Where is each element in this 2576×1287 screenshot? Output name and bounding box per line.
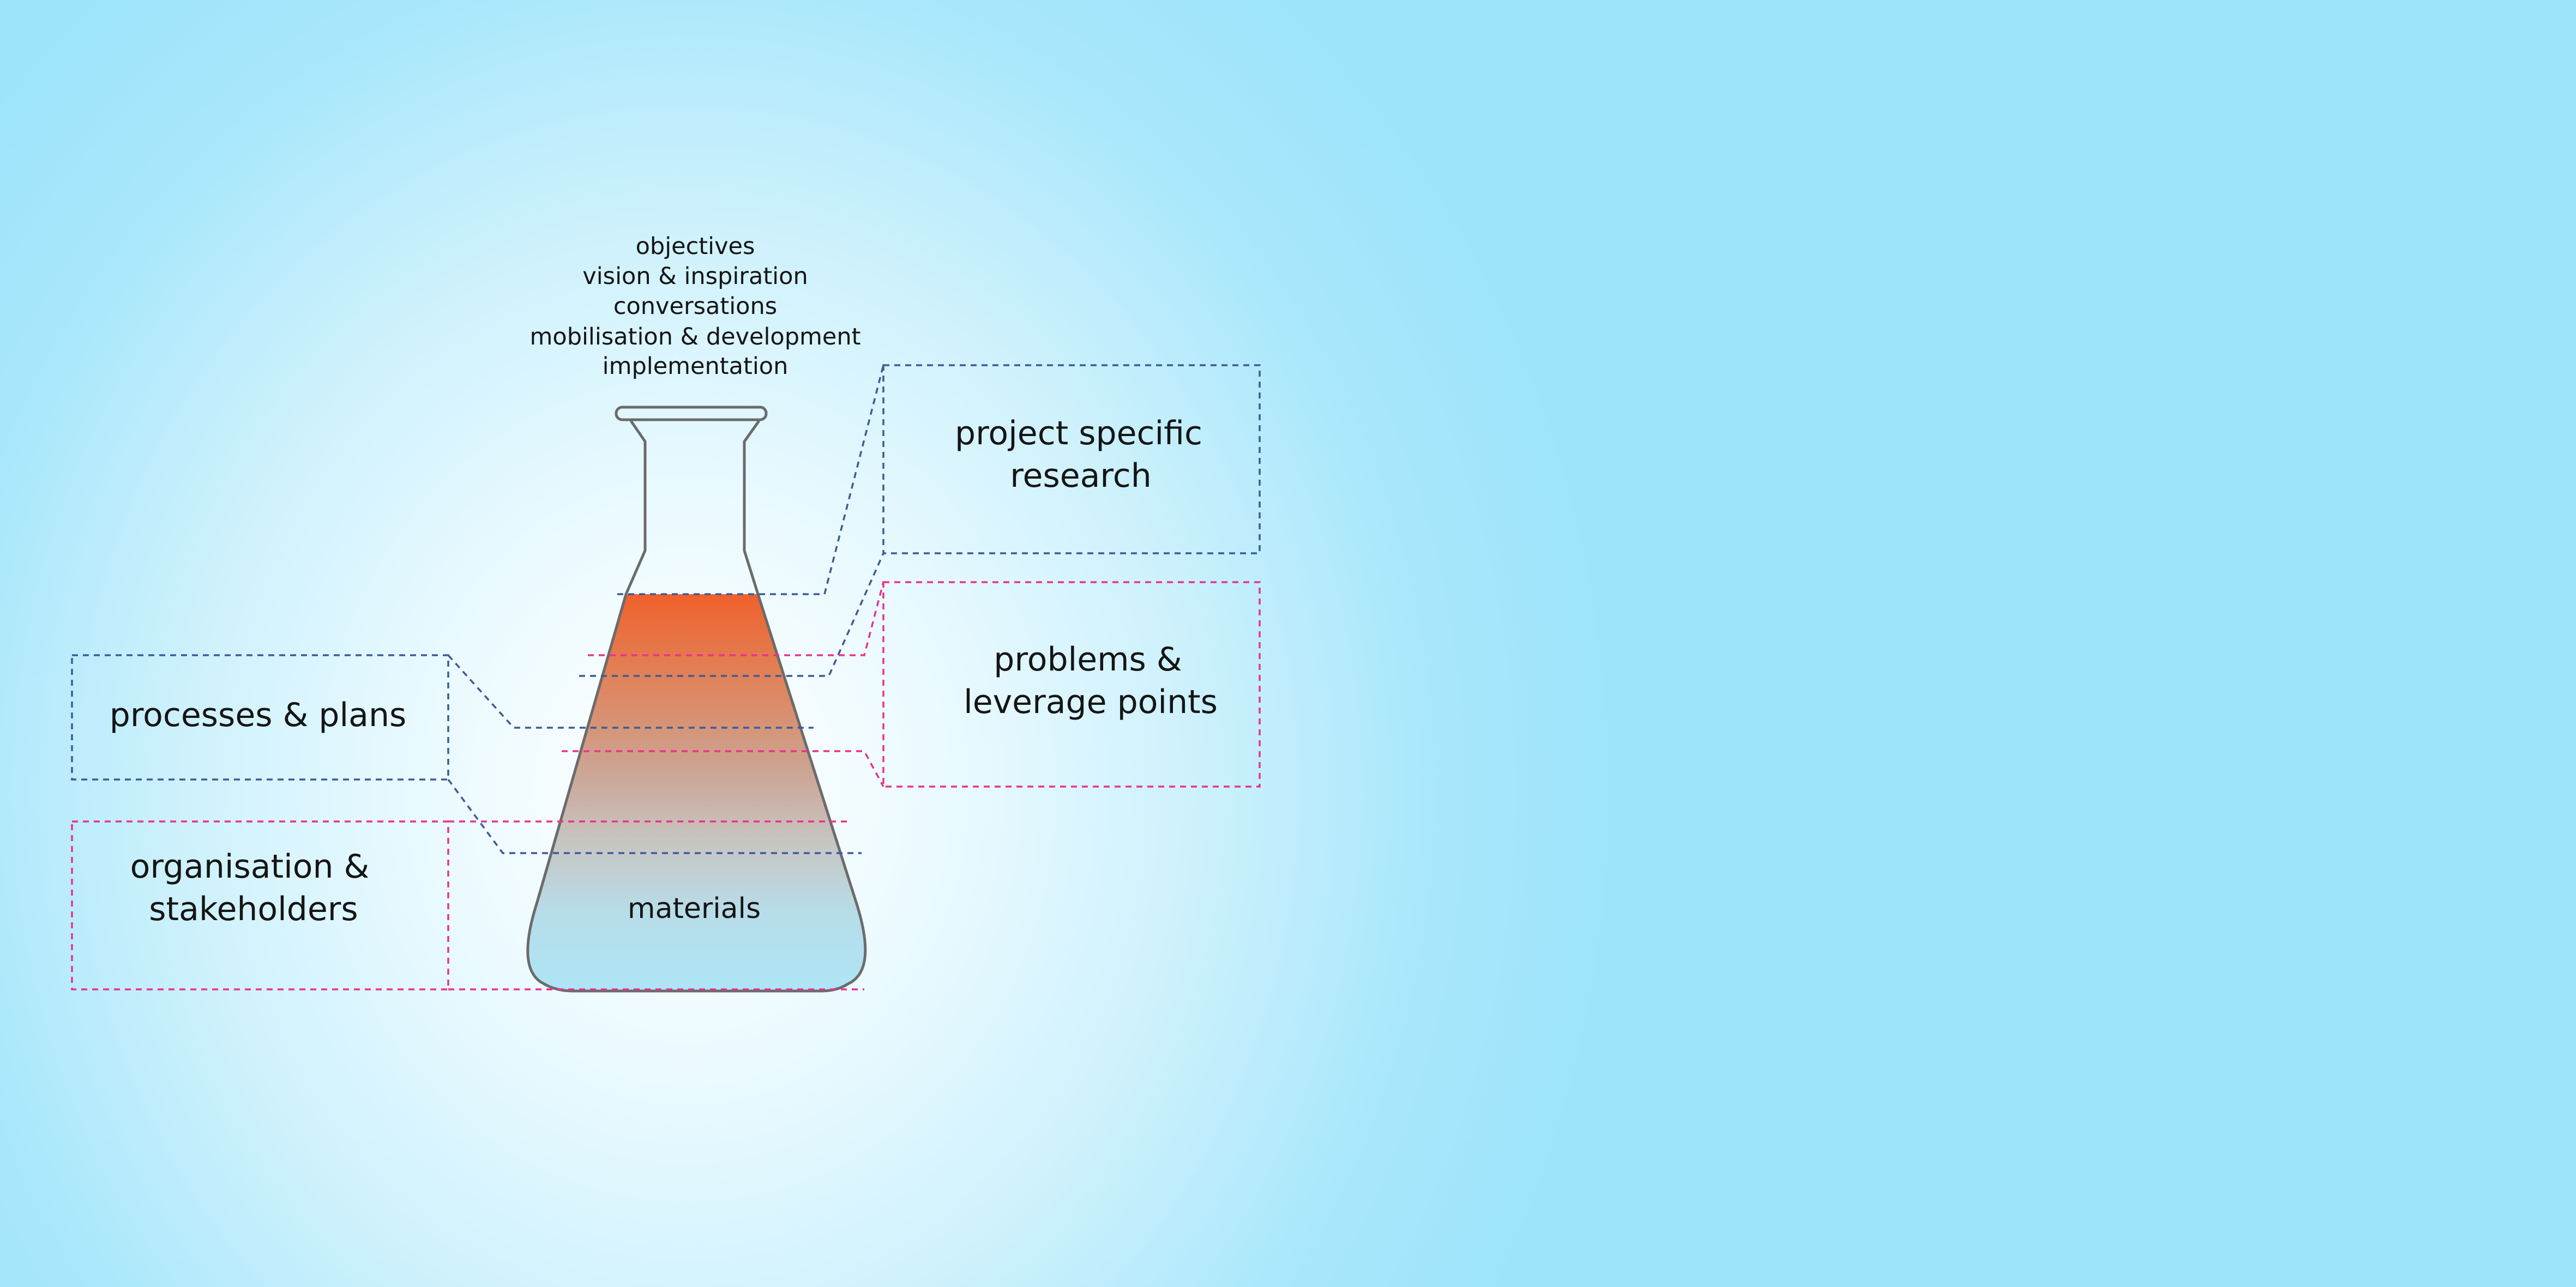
top-labels-group: objectives vision & inspiration conversa…: [530, 233, 861, 380]
problems-leverage-box: [882, 581, 1261, 788]
processes-plans-box: [71, 654, 449, 781]
processes-plans-label: processes & plans: [110, 696, 406, 734]
top-label-objectives: objectives: [636, 233, 755, 260]
top-label-mobilisation: mobilisation & development: [530, 323, 861, 351]
project-research-box: [882, 364, 1261, 554]
flask-liquid: [527, 594, 865, 991]
problems-leader-lower: [562, 750, 884, 787]
problems-label-line2: leverage points: [964, 683, 1218, 721]
top-label-implementation: implementation: [603, 353, 789, 380]
project-research-label-line2: research: [1010, 457, 1152, 495]
organisation-label-line2: stakeholders: [149, 890, 358, 928]
processes-leader-lower: [447, 778, 862, 854]
research-leader-lower: [579, 553, 884, 677]
organisation-label-line1: organisation &: [130, 848, 370, 886]
materials-label: materials: [628, 892, 761, 925]
flask-rim: [615, 406, 768, 421]
top-label-vision: vision & inspiration: [582, 263, 808, 290]
research-leader-upper: [617, 365, 884, 595]
problems-leader-upper: [588, 582, 884, 656]
problems-label-line1: problems &: [994, 641, 1182, 679]
pink-connectors: [71, 581, 1261, 990]
processes-leader-upper: [447, 654, 814, 729]
flask-outline: [526, 420, 867, 993]
blue-connectors: [71, 364, 1261, 854]
project-research-label-line1: project specific: [955, 414, 1202, 452]
organisation-box: [71, 820, 449, 990]
top-label-conversations: conversations: [613, 293, 777, 320]
